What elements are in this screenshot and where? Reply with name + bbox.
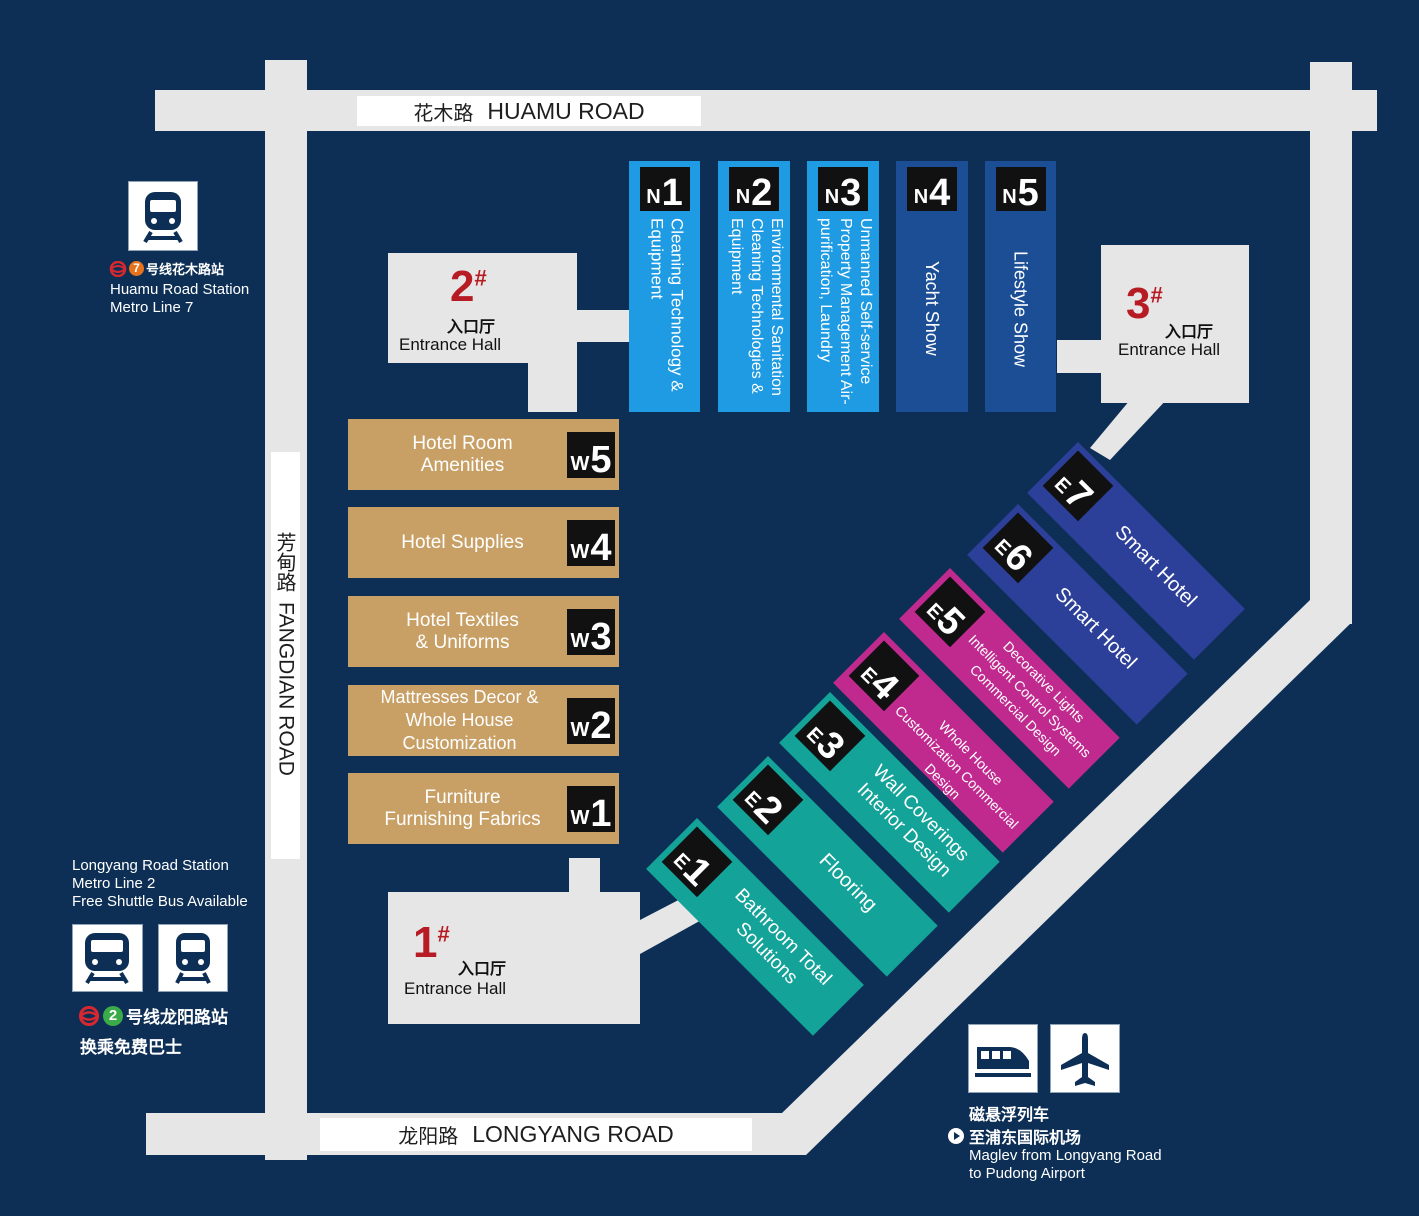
hall-n5-label: Lifestyle Show [1010, 251, 1031, 368]
metro-train-svg [85, 933, 129, 985]
airplane-svg [1061, 1033, 1109, 1086]
hall-n3-label: Unmanned Self-service Property Managemen… [817, 218, 874, 405]
huamu-road-en: HUAMU ROAD [487, 97, 645, 124]
entrance-2-en: Entrance Hall [399, 335, 502, 354]
longyang-shuttle-en: Free Shuttle Bus Available [72, 893, 248, 910]
entrance-2-number: 2# [450, 262, 487, 311]
entrance-3-number: 3# [1126, 279, 1163, 328]
longyang-station-cn: 号线龙阳路站 [126, 1008, 228, 1028]
hall-w1-label: Furniture Furnishing Fabrics [384, 786, 541, 830]
shuttle-bus-svg [175, 933, 211, 984]
hall-e2-label: Flooring [814, 849, 882, 916]
maglev-en1: Maglev from Longyang Road [969, 1147, 1162, 1164]
play-arrow-icon [948, 1128, 964, 1144]
maglev-cn1: 磁悬浮列车 [969, 1105, 1050, 1124]
entrance-hall-2-stem [528, 360, 577, 412]
airplane-icon[interactable] [1050, 1024, 1120, 1093]
entrance-hall-2-link [575, 310, 631, 342]
fangdian-road-cn: 芳甸路 [273, 532, 297, 592]
huamu-line-en: Metro Line 7 [110, 299, 194, 316]
hall-w5-label: Hotel Room Amenities [412, 432, 513, 476]
diagonal-road-shape [760, 600, 1352, 1155]
huamu-station-cn: 号线花木路站 [146, 263, 225, 278]
entrance-1-en: Entrance Hall [404, 979, 507, 998]
fangdian-road-label: 芳甸路 FANGDIAN ROAD [271, 452, 300, 859]
entrance-hall-2[interactable] [388, 253, 577, 363]
e-connector-shape [1090, 388, 1168, 460]
hall-w3-label: Hotel Textiles & Uniforms [406, 609, 519, 653]
longyang-road-cn: 龙阳路 [398, 1124, 459, 1148]
huamu-station-cn-row: 7 号线花木路站 [109, 259, 224, 278]
east-road [1310, 62, 1352, 624]
longyang-station-cn-row: 2 号线龙阳路站 [78, 1003, 228, 1028]
entrance-3-en: Entrance Hall [1118, 340, 1221, 359]
hall-n1-label: Cleaning Technology & Equipment [647, 218, 687, 392]
fangdian-road-en: FANGDIAN ROAD [274, 602, 298, 776]
maglev-cn2-row: 至浦东国际机场 [948, 1124, 1081, 1148]
entrance-hall-1-stem [569, 858, 600, 894]
huamu-station-en: Huamu Road Station [110, 281, 250, 298]
shanghai-metro-logo-icon [109, 260, 127, 277]
entrance-3-cn: 入口厅 [1165, 322, 1214, 341]
entrance-1-number: 1# [413, 918, 450, 967]
metro-train-icon[interactable] [72, 924, 143, 992]
longyang-shuttle-cn: 换乘免费巴士 [80, 1038, 182, 1058]
entrance-1-cn: 入口厅 [458, 959, 507, 978]
metro-train-svg [143, 192, 183, 244]
huamu-road-label: 花木路 HUAMU ROAD [357, 96, 701, 126]
entrance-hall-1[interactable] [388, 892, 640, 1024]
shanghai-metro-logo-icon [78, 1005, 100, 1026]
hall-w4-label: Hotel Supplies [401, 531, 524, 553]
metro-train-icon[interactable] [128, 181, 198, 251]
maglev-train-icon[interactable] [968, 1024, 1038, 1093]
line-2-badge: 2 [103, 1005, 123, 1026]
line-7-badge: 7 [129, 261, 144, 276]
huamu-road-cn: 花木路 [413, 100, 474, 125]
longyang-road-en: LONGYANG ROAD [472, 1121, 674, 1147]
longyang-line-en: Metro Line 2 [72, 875, 156, 892]
entrance-hall-3-link [1057, 340, 1103, 373]
hall-w2[interactable]: Mattresses Decor & Whole House Customiza… [348, 685, 619, 756]
entrance-hall-3[interactable] [1101, 245, 1249, 403]
hall-n2-label: Environmental Sanitation Cleaning Techno… [728, 218, 785, 396]
maglev-cn2: 至浦东国际机场 [969, 1128, 1082, 1147]
entrance-2-cn: 入口厅 [447, 317, 496, 336]
longyang-station-en: Longyang Road Station [72, 857, 229, 874]
maglev-en2: to Pudong Airport [969, 1165, 1085, 1182]
shuttle-bus-icon[interactable] [158, 924, 228, 992]
hall-n4-label: Yacht Show [922, 261, 942, 356]
hall-w2-label: Mattresses Decor & Whole House Customiza… [380, 687, 539, 753]
longyang-road-label: 龙阳路 LONGYANG ROAD [320, 1118, 752, 1151]
maglev-train-svg [975, 1047, 1031, 1077]
